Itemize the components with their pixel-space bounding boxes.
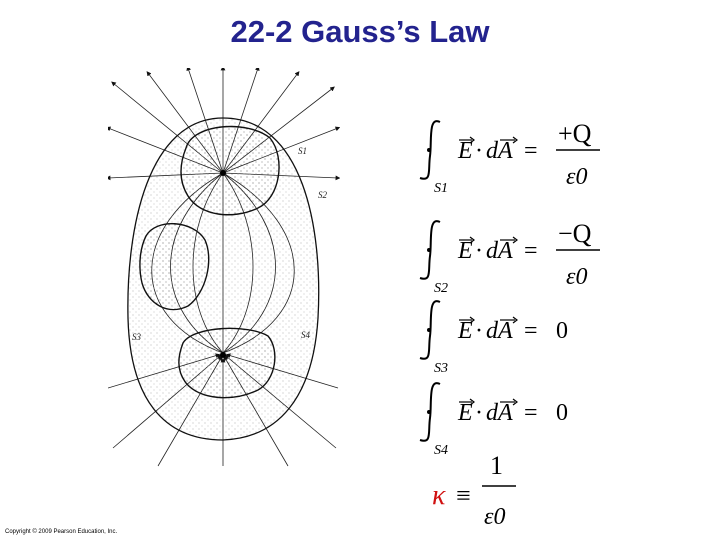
eq1-surface: S1 — [434, 181, 448, 196]
svg-text:dA: dA — [486, 318, 513, 344]
slide-title: 22-2 Gauss’s Law — [230, 14, 490, 49]
kappa-symbol: κ — [432, 480, 446, 511]
eq4-value: 0 — [556, 400, 568, 426]
svg-text:·: · — [475, 318, 483, 344]
eq2-numerator: −Q — [558, 219, 592, 248]
eq2-denominator: ε0 — [566, 264, 587, 290]
label-s4: S4 — [301, 330, 311, 340]
equation-s2: E · dA = −Q ε0 S2 — [419, 219, 600, 296]
equation-s4: E · dA = 0 S4 — [419, 382, 568, 458]
kappa-relation: ≡ — [456, 481, 471, 510]
surface-s3-blob — [178, 327, 276, 399]
label-s3: S3 — [132, 332, 142, 342]
svg-text:=: = — [524, 318, 538, 344]
svg-text:E: E — [457, 138, 473, 164]
equation-s3: E · dA = 0 S3 — [419, 300, 568, 376]
equation-s1: E · dA = +Q ε0 S1 — [419, 119, 600, 196]
svg-text:dA: dA — [486, 238, 513, 264]
svg-text:=: = — [524, 138, 538, 164]
gauss-equations: E · dA = +Q ε0 S1 E · dA = −Q — [419, 119, 600, 530]
svg-text:·: · — [475, 400, 483, 426]
surface-s1-blob — [180, 125, 280, 216]
label-s2: S2 — [318, 190, 328, 200]
svg-text:dA: dA — [486, 400, 513, 426]
kappa-definition: κ ≡ 1 ε0 — [432, 451, 516, 530]
label-s1: S1 — [298, 146, 307, 156]
kappa-numerator: 1 — [490, 451, 503, 480]
svg-text:=: = — [524, 238, 538, 264]
svg-text:dA: dA — [486, 138, 513, 164]
svg-text:=: = — [524, 400, 538, 426]
gauss-surfaces-diagram: S1 S2 S3 S4 — [108, 68, 340, 467]
svg-text:E: E — [457, 318, 473, 344]
svg-text:·: · — [475, 238, 483, 264]
eq4-surface: S4 — [434, 443, 448, 458]
eq2-surface: S2 — [434, 281, 448, 296]
positive-charge — [220, 170, 226, 176]
eq1-numerator: +Q — [558, 119, 592, 148]
svg-text:E: E — [457, 238, 473, 264]
negative-charge — [220, 352, 226, 358]
svg-text:E: E — [457, 400, 473, 426]
eq3-surface: S3 — [434, 361, 448, 376]
kappa-denominator: ε0 — [484, 504, 505, 530]
copyright-notice: Copyright © 2009 Pearson Education, Inc. — [5, 529, 118, 535]
eq3-value: 0 — [556, 318, 568, 344]
surface-s2-blob — [139, 222, 210, 311]
svg-text:·: · — [475, 138, 483, 164]
eq1-denominator: ε0 — [566, 164, 587, 190]
